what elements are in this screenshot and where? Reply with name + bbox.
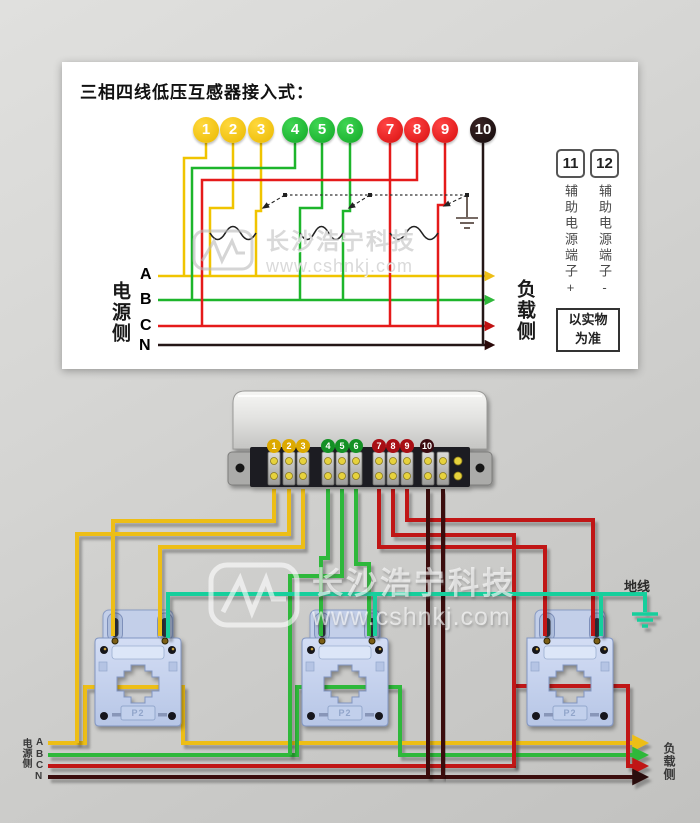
panel-circle-8: 8 — [386, 439, 400, 453]
schematic-wires-yellow — [182, 143, 263, 276]
aux-label-plus: 辅助电源端子+ — [563, 184, 578, 298]
ct-unit — [94, 609, 614, 727]
schematic-earth-icon — [456, 197, 478, 229]
terminal-circle-8: 8 — [404, 117, 430, 143]
panel-circle-3: 3 — [296, 439, 310, 453]
ct-coil-symbols — [209, 225, 439, 241]
schematic-ground-bus — [261, 193, 478, 229]
ct2-coil-icon — [299, 225, 344, 241]
schematic-wires-red — [200, 143, 447, 326]
terminal-circle-7: 7 — [377, 117, 403, 143]
panel-line-B — [48, 685, 650, 764]
panel-wires-yellow — [75, 489, 305, 743]
terminal-circle-3: 3 — [248, 117, 274, 143]
schematic-neutral-label: N — [139, 337, 151, 354]
terminal-circle-5: 5 — [309, 117, 335, 143]
ct2-p2-label: P2 — [338, 708, 352, 718]
schematic-phase-a-label: A — [140, 266, 152, 283]
panel-wires-green — [288, 489, 371, 755]
terminal-circle-2: 2 — [220, 117, 246, 143]
ct-post-screws — [111, 637, 601, 645]
panel-line-C — [48, 684, 650, 775]
panel-phase-c-label: C — [36, 760, 44, 771]
panel-source-side-label: 电源侧 — [20, 738, 31, 768]
ground-bus — [166, 592, 658, 638]
panel-load-side-label: 负载侧 — [662, 742, 676, 781]
terminal-slots — [267, 451, 463, 486]
ct3-p2-label: P2 — [563, 708, 577, 718]
schematic-load-side-label: 负载侧 — [514, 279, 535, 342]
panel-circle-2: 2 — [282, 439, 296, 453]
note-box: 以实物 为准 — [556, 308, 620, 352]
panel-phase-a-label: A — [36, 737, 44, 748]
panel-wires-neutral — [426, 489, 445, 777]
panel-circle-4: 4 — [321, 439, 335, 453]
panel-wires-red — [377, 489, 595, 766]
panel-phase-b-label: B — [36, 749, 44, 760]
schematic-card — [62, 62, 638, 369]
terminal-screws — [270, 456, 463, 481]
ct1-p2-label: P2 — [131, 708, 145, 718]
terminal-circle-9: 9 — [432, 117, 458, 143]
aux-label-minus: 辅助电源端子- — [597, 184, 612, 298]
schematic-phase-lines — [158, 270, 496, 351]
current-transformers — [94, 609, 614, 727]
aux-terminal-12: 12 — [590, 149, 619, 178]
panel-circle-5: 5 — [335, 439, 349, 453]
ground-wire-label: 地线 — [624, 579, 651, 594]
page-title: 三相四线低压互感器接入式： — [80, 83, 314, 102]
panel-circle-10: 10 — [420, 439, 434, 453]
schematic-phase-c-label: C — [140, 317, 152, 334]
meter — [227, 390, 493, 487]
panel-circle-9: 9 — [400, 439, 414, 453]
ct3-coil-icon — [389, 225, 439, 241]
schematic-source-side-label: 电源侧 — [109, 281, 130, 344]
earth-symbol-icon — [632, 612, 658, 628]
panel-circle-1: 1 — [267, 439, 281, 453]
terminal-circle-1: 1 — [193, 117, 219, 143]
terminal-circle-6: 6 — [337, 117, 363, 143]
panel-circle-6: 6 — [349, 439, 363, 453]
schematic-wires-green — [190, 143, 352, 300]
ct1-coil-icon — [209, 225, 257, 241]
aux-terminal-11: 11 — [556, 149, 585, 178]
terminal-circle-10: 10 — [470, 117, 496, 143]
terminal-circle-4: 4 — [282, 117, 308, 143]
panel-circle-7: 7 — [372, 439, 386, 453]
panel-neutral-label: N — [35, 771, 43, 782]
schematic-phase-b-label: B — [140, 291, 152, 308]
